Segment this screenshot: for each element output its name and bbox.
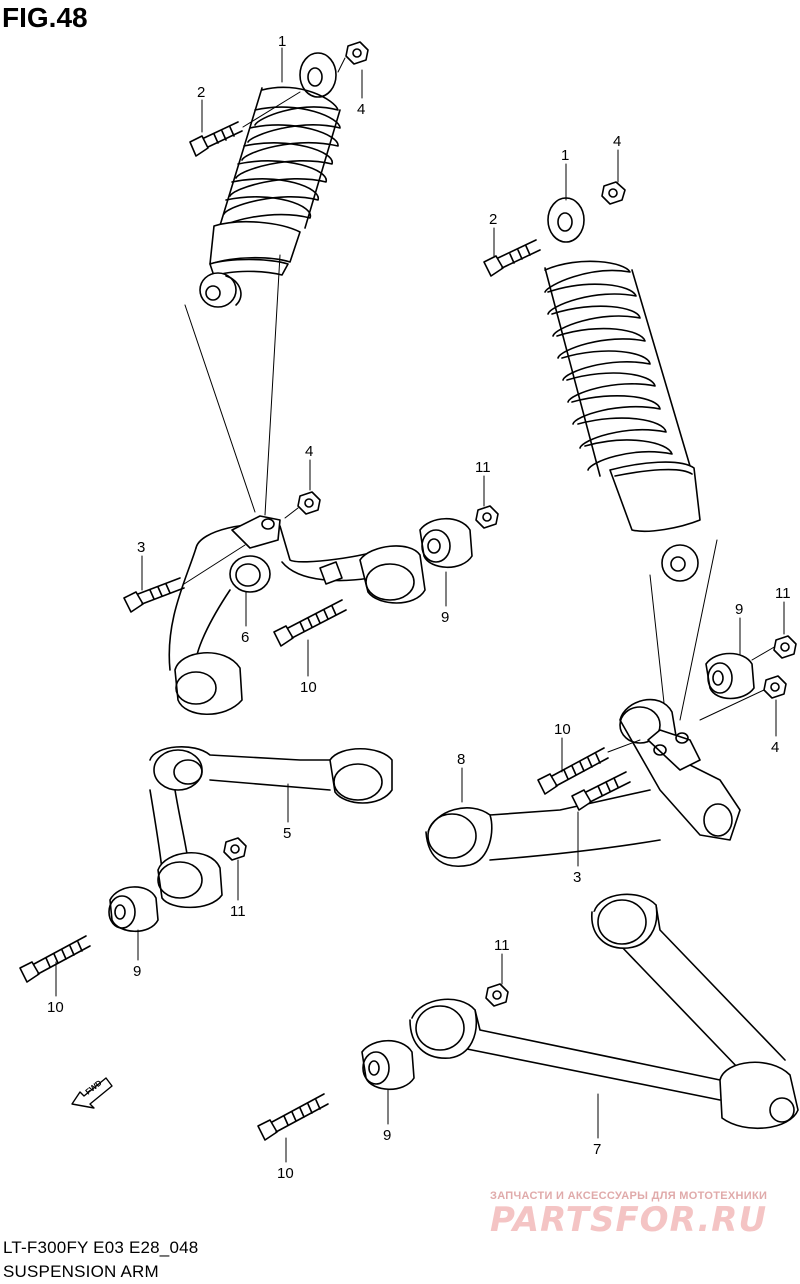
- callout-label: 10: [554, 721, 571, 738]
- callout-label: 3: [573, 869, 581, 886]
- callout-label: 9: [735, 601, 743, 618]
- figure-title: FIG.48: [2, 2, 88, 33]
- watermark-site: PARTSFOR.RU: [490, 1200, 768, 1240]
- callout-label: 11: [494, 937, 510, 954]
- suspension-arm-7: [257, 893, 799, 1141]
- callout-label: 9: [441, 609, 449, 626]
- callout-label: 2: [489, 211, 497, 228]
- callout-label: 11: [230, 903, 246, 920]
- watermark-tagline: ЗАПЧАСТИ И АКСЕССУАРЫ ДЛЯ МОТОТЕХНИКИ: [490, 1190, 768, 1202]
- callout-labels: 1 2 4 1 4 2 4 11 3 6 10 9 9 11 10 4 8 3 …: [47, 33, 791, 1182]
- callout-label: 10: [47, 999, 64, 1016]
- callout-label: 4: [305, 443, 313, 460]
- callout-label: 10: [300, 679, 317, 696]
- figure-name: SUSPENSION ARM: [3, 1262, 159, 1281]
- callout-label: 11: [775, 585, 791, 602]
- callout-label: 7: [593, 1141, 601, 1158]
- callout-label: 9: [383, 1127, 391, 1144]
- callout-label: 10: [277, 1165, 294, 1182]
- callout-label: 2: [197, 84, 205, 101]
- suspension-arm-left: [123, 491, 499, 716]
- fwd-arrow-icon: [71, 1077, 113, 1109]
- leader-lines: [55, 47, 785, 1163]
- suspension-arm-5: [19, 745, 393, 983]
- callout-label: 3: [137, 539, 145, 556]
- suspension-arm-8: [425, 635, 797, 867]
- callout-label: 1: [561, 147, 569, 164]
- callout-label: 6: [241, 629, 249, 646]
- callout-label: 4: [357, 101, 365, 118]
- callout-label: 1: [278, 33, 286, 50]
- callout-label: 9: [133, 963, 141, 980]
- callout-label: 8: [457, 751, 465, 768]
- callout-label: 4: [771, 739, 779, 756]
- callout-label: 5: [283, 825, 291, 842]
- shock-absorber-left: [184, 41, 369, 516]
- callout-label: 11: [475, 459, 491, 476]
- callout-label: 4: [613, 133, 621, 150]
- figure-code: LT-F300FY E03 E28_048: [3, 1238, 199, 1257]
- shock-absorber-right: [483, 181, 718, 721]
